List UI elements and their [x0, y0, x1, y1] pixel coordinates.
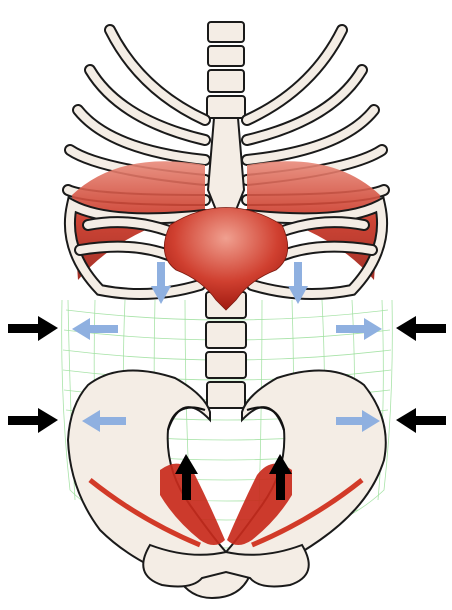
arrow-out-upper-right: [336, 318, 382, 340]
arrow-in-upper-left: [8, 316, 58, 341]
sternum: [208, 118, 244, 210]
arrow-in-upper-right: [396, 316, 446, 341]
arrow-out-upper-left: [72, 318, 118, 340]
arrow-in-lower-right: [396, 408, 446, 433]
arrow-in-lower-left: [8, 408, 58, 433]
